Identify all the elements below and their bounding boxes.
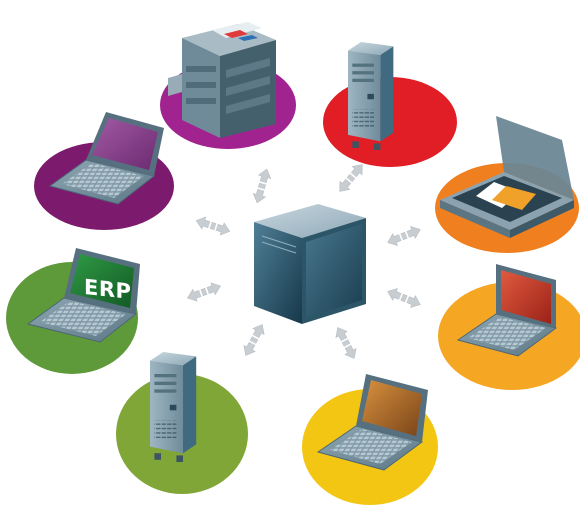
flatbed-scanner-icon	[440, 116, 574, 238]
hub-server-icon	[254, 204, 366, 324]
erp-screen-label: ERP	[84, 274, 131, 304]
double-arrow-icon	[384, 284, 424, 312]
double-arrow-icon	[184, 279, 224, 305]
laptop-screen	[362, 380, 422, 436]
double-arrow-icon	[333, 159, 369, 197]
laptop-screen	[501, 270, 551, 324]
laptop-icon	[48, 112, 164, 205]
server-tower-icon	[348, 42, 394, 150]
double-arrow-icon	[193, 213, 233, 239]
double-arrow-icon	[384, 222, 424, 250]
laptop-icon	[316, 374, 428, 471]
laptop-screen	[92, 118, 158, 170]
multifunction-printer-icon	[168, 22, 276, 138]
double-arrow-icon	[250, 166, 274, 206]
double-arrow-icon	[331, 323, 361, 363]
double-arrow-icon	[239, 320, 269, 360]
server-tower-icon	[150, 352, 197, 462]
laptop-screen	[70, 254, 134, 308]
laptop-icon: ERP	[26, 248, 140, 343]
laptop-icon	[456, 264, 558, 357]
